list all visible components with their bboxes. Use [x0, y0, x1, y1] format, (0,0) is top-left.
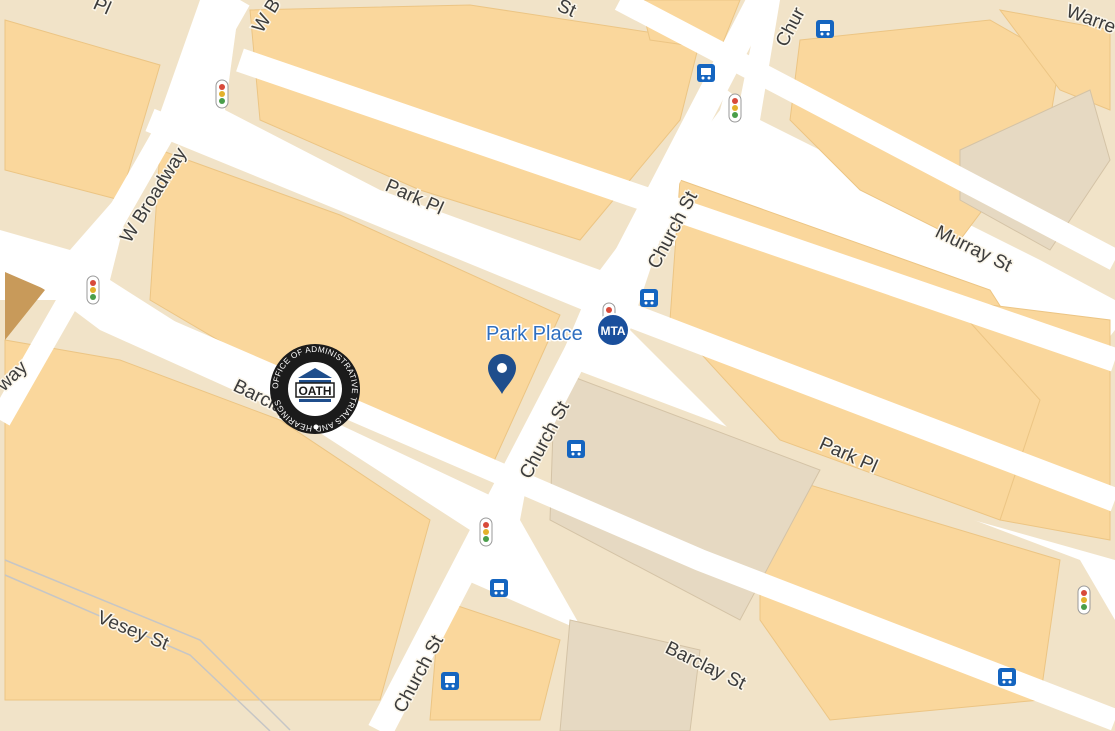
- park-place-station[interactable]: Park Place MTA: [485, 313, 630, 347]
- rail-lines: [4, 559, 291, 731]
- bus-stop-icon: [567, 440, 585, 458]
- oath-logo[interactable]: OFFICE OF ADMINISTRATIVE TRIALS AND HEAR…: [270, 344, 360, 434]
- oath-building-icon: [298, 368, 332, 383]
- bus-stop-icon: [441, 672, 459, 690]
- mta-subway-icon: MTA: [596, 313, 630, 347]
- traffic-lights: [86, 79, 1091, 615]
- mta-badge-text: MTA: [600, 324, 625, 338]
- bus-stops[interactable]: [441, 20, 1016, 690]
- bus-stop-icon: [998, 668, 1016, 686]
- traffic-light-icon: [215, 79, 229, 109]
- location-pin-icon[interactable]: [488, 354, 516, 394]
- oath-center-text: OATH: [298, 384, 331, 398]
- traffic-light-icon: [86, 275, 100, 305]
- station-label: Park Place: [486, 323, 583, 345]
- bus-stop-icon: [697, 64, 715, 82]
- traffic-light-icon: [479, 517, 493, 547]
- bus-stop-icon: [816, 20, 834, 38]
- bus-stop-icon: [490, 579, 508, 597]
- traffic-light-icon: [1077, 585, 1091, 615]
- bus-stop-icon: [640, 289, 658, 307]
- traffic-light-icon: [728, 93, 742, 123]
